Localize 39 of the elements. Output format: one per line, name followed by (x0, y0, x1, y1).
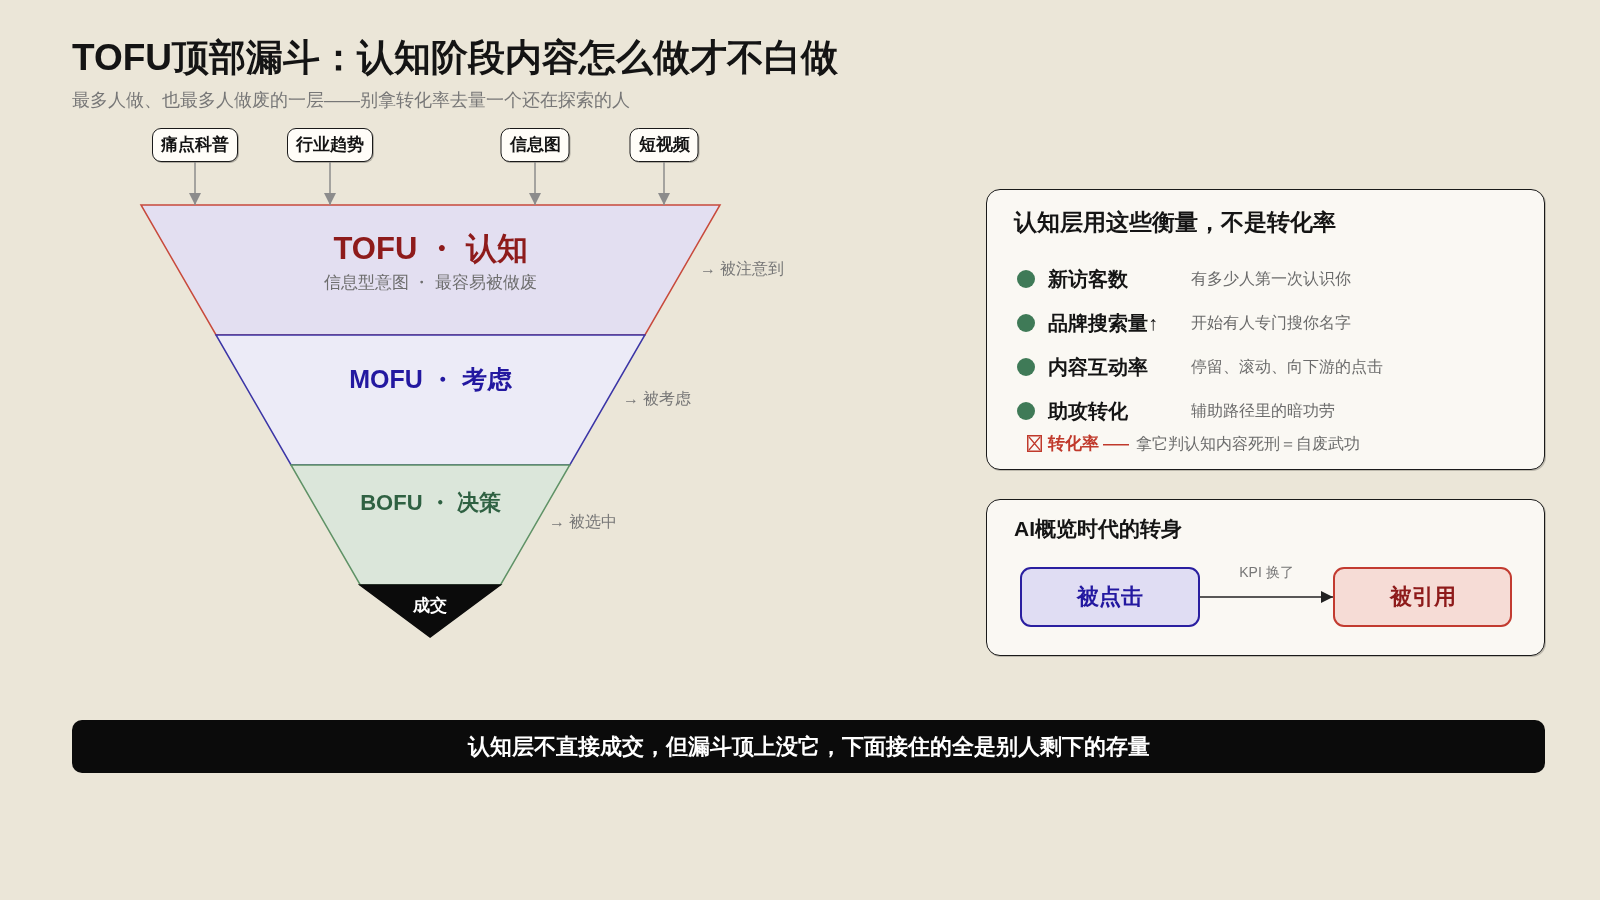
deal-label: 成交 (413, 595, 448, 617)
stage-outcome-label: → 被考虑 (623, 389, 692, 409)
kpi-card: 被点击 (1020, 567, 1200, 627)
stage-note: 信息型意图 ・ 最容易被做废 (323, 272, 538, 294)
arrow (658, 161, 670, 206)
funnel-layer (141, 205, 720, 335)
kpi-card: 被引用 (1333, 567, 1512, 627)
info-panel (986, 499, 1545, 656)
panel-heading: AI概览时代的转身 (1014, 516, 1182, 542)
panel-heading: 认知层用这些衡量，不是转化率 (1014, 208, 1336, 237)
topic-tag: 信息图 (500, 128, 570, 162)
funnel-tip (360, 585, 501, 637)
info-panel (986, 189, 1545, 470)
funnel-layer (291, 465, 570, 585)
stage-title: MOFU ・ 考虑 (349, 364, 512, 394)
metric-description: 开始有人专门搜你名字 (1191, 313, 1351, 333)
metric-description: 停留、滚动、向下游的点击 (1191, 357, 1383, 377)
stage-title: BOFU ・ 决策 (360, 489, 501, 517)
stage-title: TOFU ・ 认知 (333, 230, 528, 268)
stage-outcome-label: → 被注意到 (700, 259, 785, 279)
topic-tag: 短视频 (629, 128, 699, 162)
stage-outcome-label: → 被选中 (549, 512, 618, 532)
metric-description: 有多少人第一次认识你 (1191, 269, 1351, 289)
topic-tag: 痛点科普 (152, 128, 238, 162)
arrow (324, 161, 336, 206)
arrow (1199, 591, 1334, 603)
arrow (189, 161, 201, 206)
summary-banner: 认知层不直接成交，但漏斗顶上没它，下面接住的全是别人剩下的存量 (72, 720, 1545, 773)
metric-description: 辅助路径里的暗功劳 (1191, 401, 1335, 421)
topic-tag: 行业趋势 (287, 128, 373, 162)
metric-name: 助攻转化 (1048, 399, 1128, 424)
funnel-layer (216, 335, 645, 465)
metric-description: 拿它判认知内容死刑＝自废武功 (1136, 434, 1360, 454)
subtitle: 最多人做、也最多人做废的一层——别拿转化率去量一个还在探索的人 (72, 89, 630, 111)
metric-name: 内容互动率 (1048, 355, 1148, 380)
page-title: TOFU顶部漏斗：认知阶段内容怎么做才不白做 (72, 36, 839, 80)
metric-name: 新访客数 (1048, 267, 1128, 292)
metric-name: 品牌搜索量↑ (1048, 311, 1158, 336)
arrow (529, 161, 541, 206)
